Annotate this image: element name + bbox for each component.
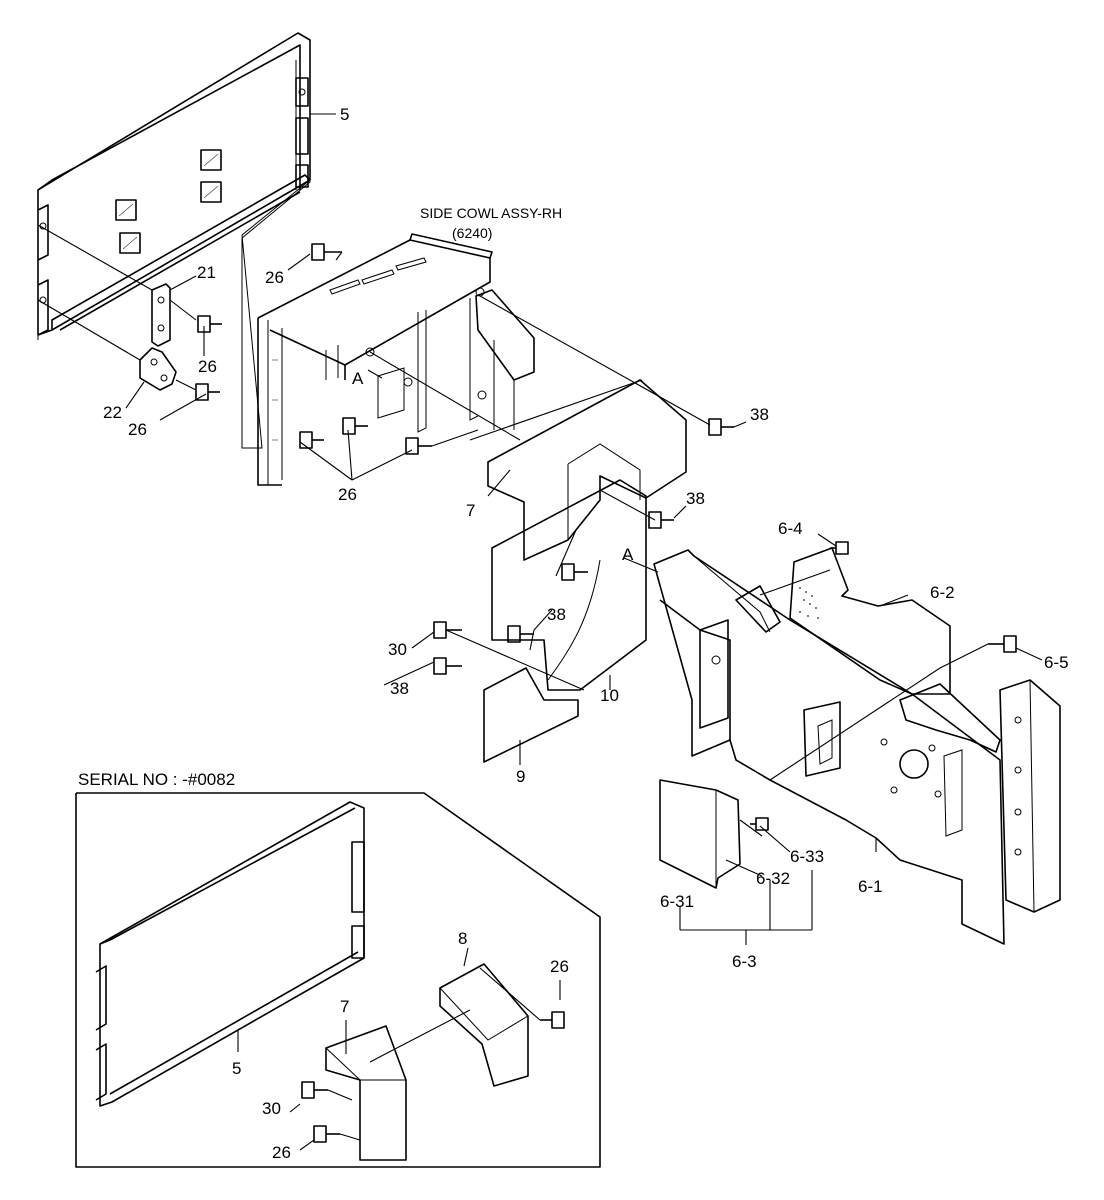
callout-5: 5 — [340, 105, 349, 124]
callout-38-d: 38 — [390, 679, 409, 698]
assembly-code-label: (6240) — [452, 225, 492, 241]
assembly-name-label: SIDE COWL ASSY-RH — [420, 205, 562, 221]
callout-A-lower: A — [622, 545, 634, 564]
part-9-plate — [483, 667, 579, 763]
callout-10: 10 — [600, 686, 619, 705]
callout-26-a: 26 — [265, 268, 284, 287]
callout-30: 30 — [388, 640, 407, 659]
inset-callout-5: 5 — [232, 1059, 241, 1078]
callout-6-32: 6-32 — [756, 869, 790, 888]
callout-6-3: 6-3 — [732, 952, 757, 971]
part-6-1-strip — [999, 679, 1061, 913]
callout-38-b: 38 — [686, 489, 705, 508]
callout-6-31: 6-31 — [660, 892, 694, 911]
inset-callout-26-b: 26 — [272, 1143, 291, 1162]
part-6-5-clip — [899, 683, 1001, 753]
inset-callout-7: 7 — [340, 997, 349, 1016]
callout-26-c: 26 — [128, 420, 147, 439]
inset-callout-26-a: 26 — [550, 957, 569, 976]
bolt-icons-main — [195, 243, 1017, 831]
callout-7: 7 — [466, 501, 475, 520]
callout-9: 9 — [516, 767, 525, 786]
inset-callout-30: 30 — [262, 1099, 281, 1118]
part-10-plate — [491, 479, 647, 691]
callout-38-c: 38 — [547, 605, 566, 624]
callout-6-33: 6-33 — [790, 847, 824, 866]
callout-26-b: 26 — [198, 357, 217, 376]
callout-26-d: 26 — [338, 485, 357, 504]
part-6-1-bracket — [653, 549, 1005, 945]
callout-38-a: 38 — [750, 405, 769, 424]
inset-callout-8: 8 — [458, 929, 467, 948]
callout-6-1: 6-1 — [858, 877, 883, 896]
callout-6-4: 6-4 — [778, 519, 803, 538]
callout-A-upper: A — [352, 369, 364, 388]
part-6-2-panel — [789, 547, 951, 695]
inset-serial-box — [75, 792, 601, 1168]
part-22-bracket — [139, 347, 177, 391]
callout-22: 22 — [103, 403, 122, 422]
serial-number-label: SERIAL NO : -#0082 — [78, 770, 235, 789]
leader-lines-main — [37, 224, 989, 945]
callout-21: 21 — [197, 263, 216, 282]
part-7-cover — [487, 379, 687, 561]
side-cowl-frame — [241, 178, 535, 486]
part-6-3-pad — [659, 779, 741, 889]
callout-6-2: 6-2 — [930, 583, 955, 602]
part-21-bracket — [151, 283, 171, 347]
part-5-rear-panel — [37, 32, 311, 340]
callout-6-5: 6-5 — [1044, 653, 1069, 672]
text-labels: SIDE COWL ASSY-RH (6240) 5 21 22 26 26 2… — [78, 105, 1069, 1162]
